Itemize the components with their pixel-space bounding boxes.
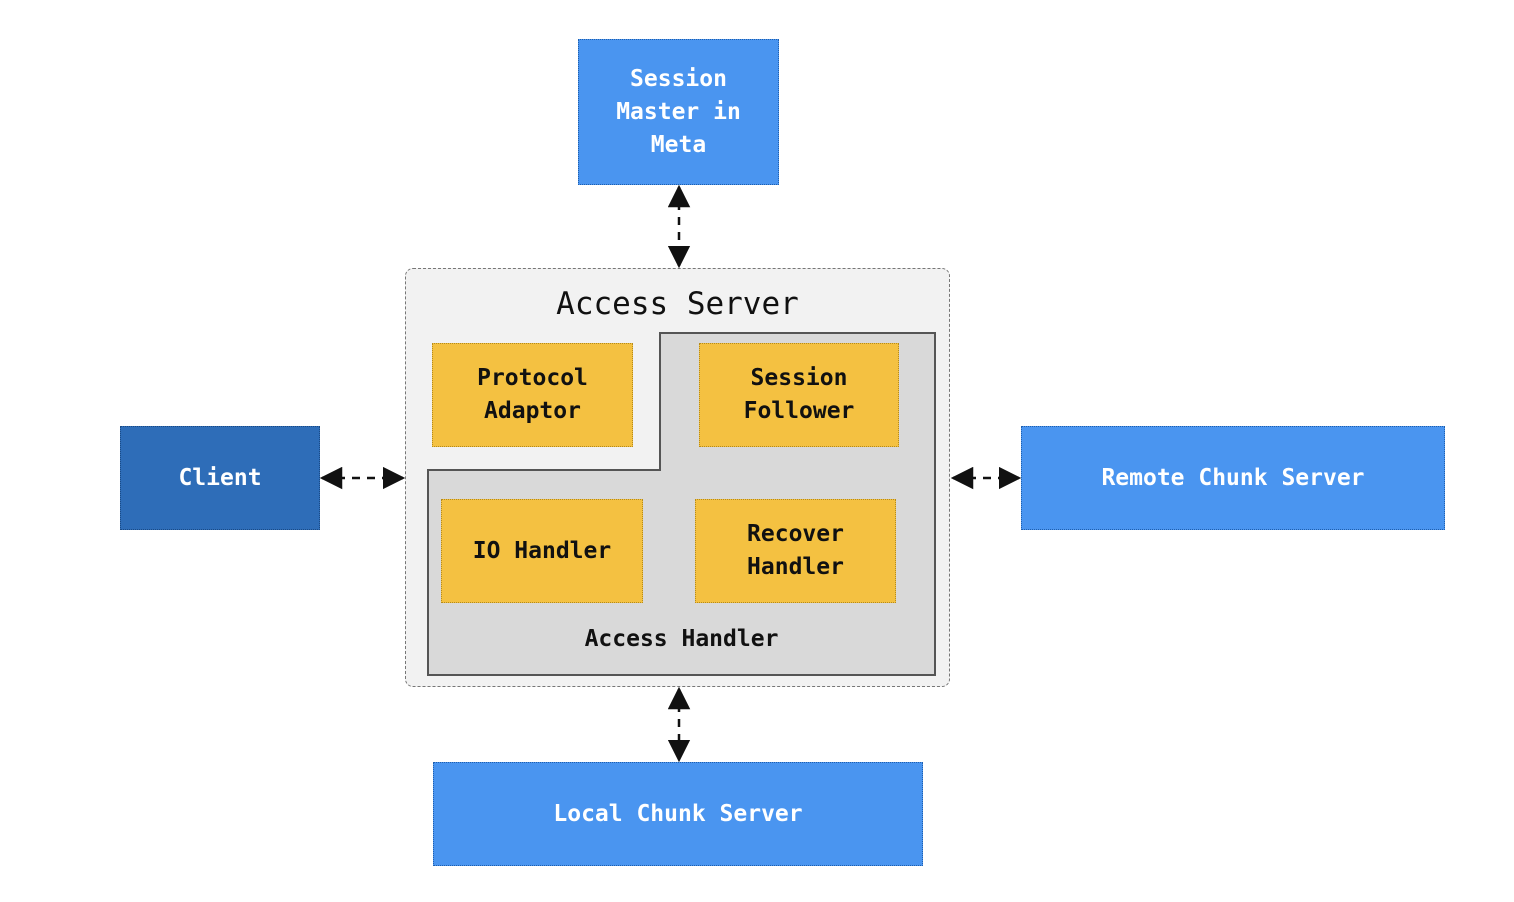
session-master-box: Session Master in Meta — [578, 39, 779, 185]
session-follower-box: Session Follower — [699, 343, 899, 447]
remote-chunk-server-box: Remote Chunk Server — [1021, 426, 1445, 530]
access-handler-label: Access Handler — [584, 626, 779, 652]
protocol-adaptor-box: Protocol Adaptor — [432, 343, 633, 447]
client-box: Client — [120, 426, 320, 530]
recover-handler-box: Recover Handler — [695, 499, 896, 603]
io-handler-box: IO Handler — [441, 499, 643, 603]
local-chunk-server-box: Local Chunk Server — [433, 762, 923, 866]
access-server-title: Access Server — [556, 286, 799, 322]
